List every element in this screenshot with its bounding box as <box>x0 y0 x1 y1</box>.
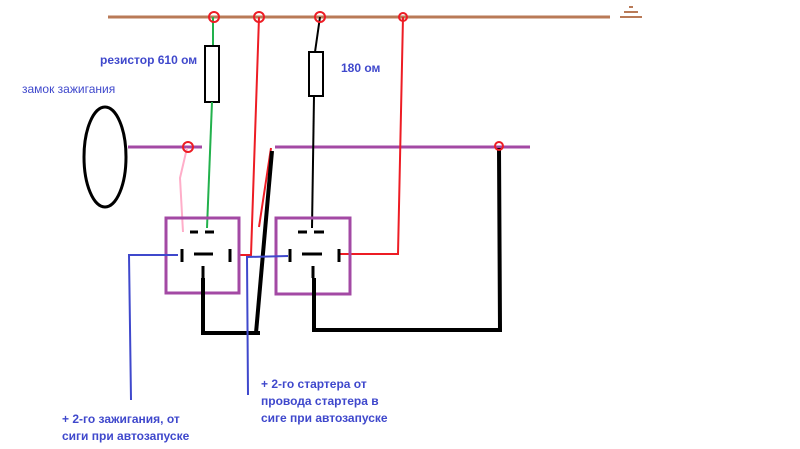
starter-label-line-3: сиге при автозапуске <box>261 411 388 425</box>
black-wire-diagonal <box>254 150 274 334</box>
starter-label-line-1: + 2-го стартера от <box>261 377 367 391</box>
relay-2-pins <box>288 230 341 278</box>
ground-symbol-icon <box>620 6 642 18</box>
starter-signal-label: + 2-го стартера от провода стартера в си… <box>261 376 388 427</box>
blue-wire-starter <box>245 255 289 396</box>
blue-wire-ignition <box>127 254 178 401</box>
ignition-label-line-2: сиги при автозапуске <box>62 429 190 443</box>
black-wire-lower <box>311 95 315 229</box>
black-wire-relay1-bottom <box>201 278 260 335</box>
black-wire-relay2-bottom <box>312 147 503 332</box>
red-wire-relay2 <box>340 16 404 255</box>
resistor-610-label: резистор 610 ом <box>100 53 198 67</box>
relay-1-pins <box>180 230 232 278</box>
starter-label-line-2: провода стартера в <box>261 394 379 408</box>
ignition-lock-symbol <box>82 105 128 209</box>
green-wire-lower <box>206 101 213 229</box>
ignition-signal-label: + 2-го зажигания, от сиги при автозапуск… <box>62 411 189 445</box>
red-wire-relay1 <box>238 16 260 256</box>
resistor-180 <box>308 51 324 97</box>
resistor-610 <box>204 45 220 103</box>
pink-wire <box>178 147 188 233</box>
junction-points <box>182 11 504 153</box>
ignition-lock-label: замок зажигания <box>22 82 116 96</box>
resistor-180-label: 180 ом <box>341 61 381 75</box>
ignition-label-line-1: + 2-го зажигания, от <box>62 412 180 426</box>
red-wire-bus <box>258 147 272 228</box>
